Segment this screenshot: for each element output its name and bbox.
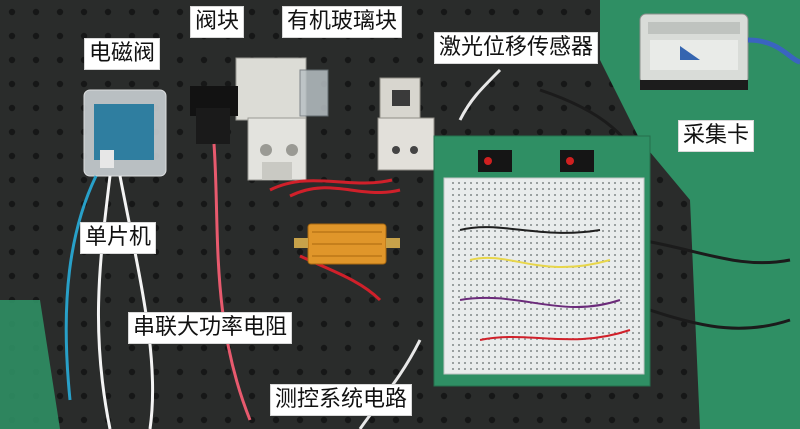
daq-card: [639, 13, 800, 90]
series-resistor: [294, 223, 400, 265]
control-circuit-board: [433, 135, 651, 387]
label-laser-sensor: 激光位移传感器: [434, 32, 599, 64]
label-glass-block: 有机玻璃块: [282, 6, 403, 38]
laser-sensor: [377, 77, 435, 171]
label-control-circuit: 测控系统电路: [270, 384, 413, 416]
label-microcontroller: 单片机: [80, 222, 157, 254]
microcontroller: [83, 89, 167, 177]
green-mat: [600, 0, 800, 429]
label-solenoid-valve: 电磁阀: [84, 38, 161, 70]
label-valve-block: 阀块: [190, 6, 245, 38]
solenoid-valve: [190, 86, 238, 144]
label-series-resistor: 串联大功率电阻: [128, 312, 293, 344]
valve-assembly: [235, 57, 329, 181]
label-daq-card: 采集卡: [678, 120, 755, 152]
